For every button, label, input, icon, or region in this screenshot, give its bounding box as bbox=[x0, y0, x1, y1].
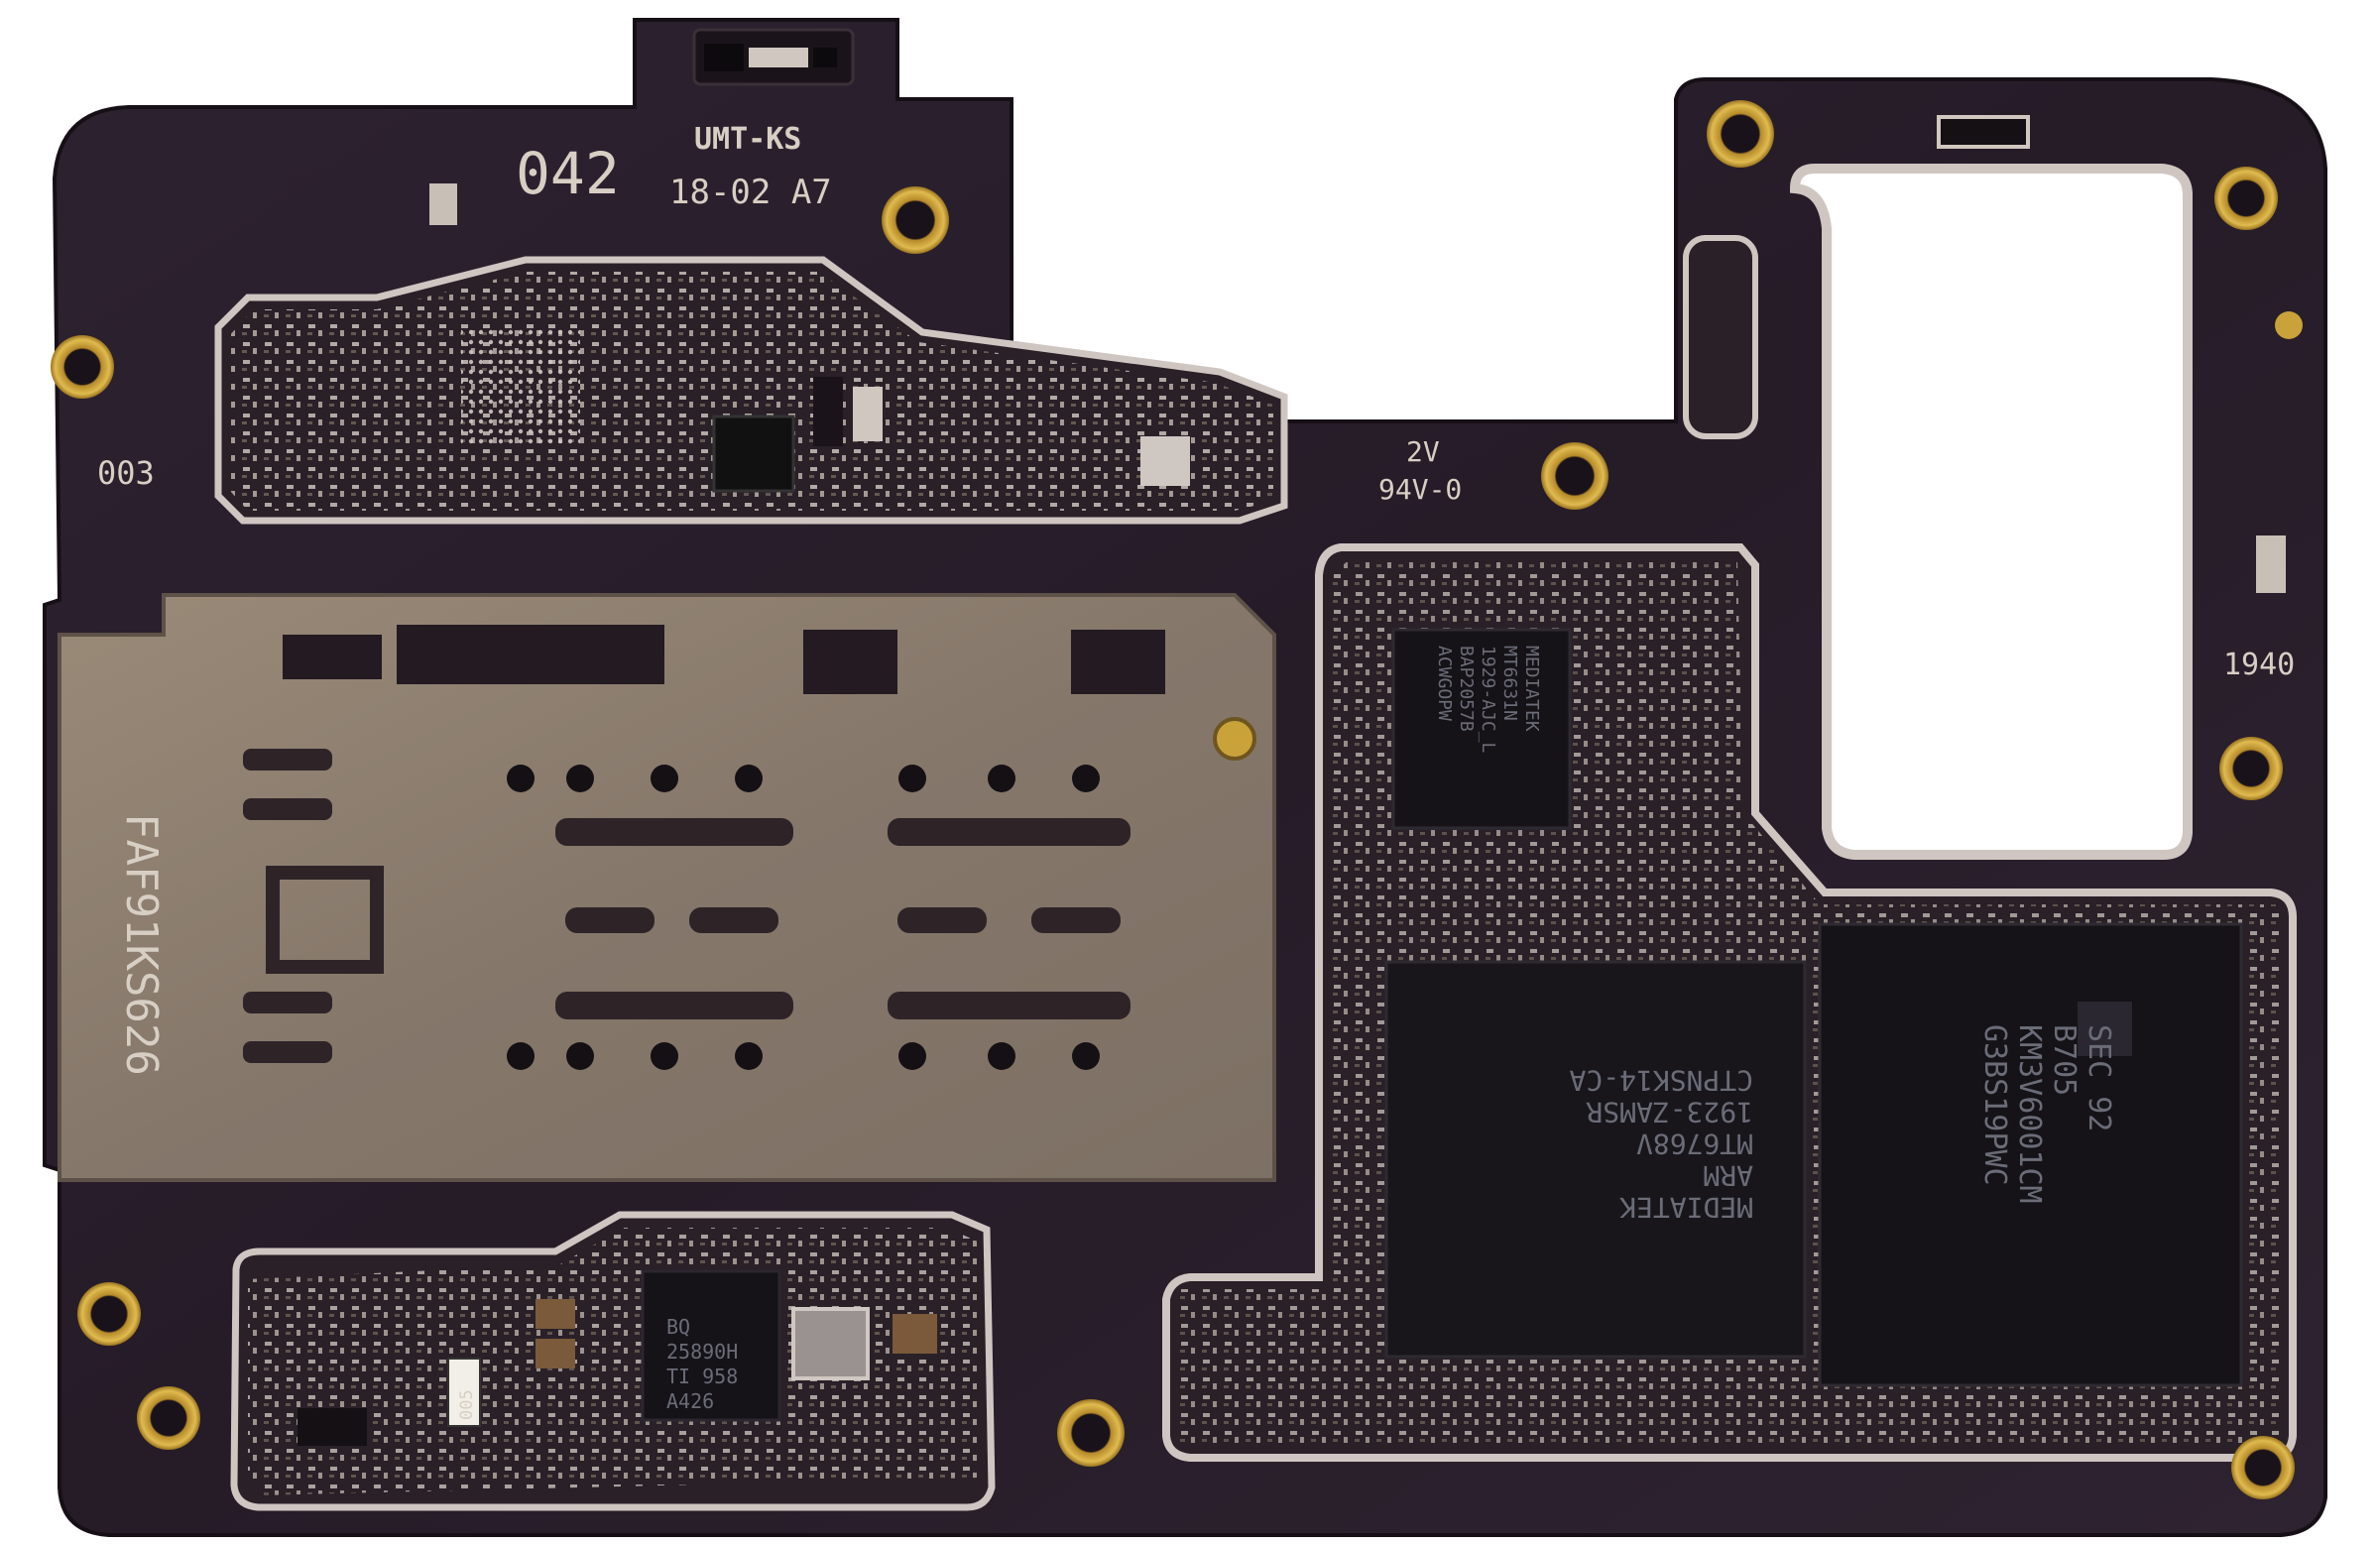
wifi-chip-line5: ACWGOPW bbox=[1434, 646, 1455, 721]
memory-line2: B705 bbox=[2047, 1024, 2082, 1096]
maker-line2: 18-02 A7 bbox=[669, 173, 832, 212]
soc-line2: ARM bbox=[1703, 1159, 1753, 1192]
soc-line1: MEDIATEK bbox=[1619, 1191, 1753, 1224]
mount-hole bbox=[51, 335, 114, 399]
resistor-label: 005 bbox=[457, 1389, 477, 1420]
top-shield bbox=[214, 256, 1288, 525]
wifi-chip-line1: MEDIATEK bbox=[1521, 646, 1542, 732]
soc-line3: MT6768V bbox=[1636, 1128, 1753, 1160]
wifi-chip-line4: BAP2057B bbox=[1456, 646, 1477, 732]
mount-hole bbox=[1057, 1399, 1125, 1467]
sim-holes bbox=[507, 765, 1100, 1070]
sim-tray-code: FAF91KS626 bbox=[116, 813, 167, 1076]
resistor-005: 005 bbox=[447, 1358, 481, 1427]
left-code: 003 bbox=[97, 454, 155, 492]
top-ic-1 bbox=[461, 327, 580, 446]
wifi-chip: MEDIATEK MT6631N 1929-AJC_L BAP2057B ACW… bbox=[1391, 628, 1572, 830]
memory-line4: G3BS19PWC bbox=[1977, 1024, 2012, 1186]
flammability-label: 94V-0 bbox=[1378, 473, 1462, 506]
top-connector bbox=[692, 28, 855, 86]
charger-ic-line1: BQ bbox=[666, 1315, 690, 1339]
mount-hole bbox=[2231, 1436, 2295, 1499]
wifi-chip-line2: MT6631N bbox=[1499, 646, 1520, 721]
charger-ic-line2: 25890H bbox=[666, 1340, 738, 1364]
memory-line1: SEC 92 bbox=[2082, 1024, 2116, 1131]
sim-contacts bbox=[243, 749, 1130, 1063]
camera-cutout bbox=[1789, 164, 2193, 860]
memory-chip: SEC 92 B705 KM3V6001CM G3BS19PWC bbox=[1818, 922, 2243, 1387]
maker-line1: UMT-KS bbox=[694, 122, 801, 157]
mount-hole bbox=[137, 1386, 200, 1450]
mount-hole bbox=[1541, 442, 1608, 510]
soc-line5: CTPNSK14-CA bbox=[1569, 1064, 1753, 1097]
memory-line3: KM3V6001CM bbox=[2012, 1024, 2047, 1204]
lower-left-shield bbox=[230, 1211, 996, 1511]
charger-ic-line3: TI 958 bbox=[666, 1365, 738, 1388]
mount-hole bbox=[2214, 167, 2278, 230]
board-number: 042 bbox=[516, 140, 620, 207]
mount-hole bbox=[882, 186, 949, 254]
mount-hole bbox=[2219, 737, 2283, 800]
soc-line4: 1923-ZAMSR bbox=[1586, 1096, 1753, 1128]
small-pads bbox=[429, 115, 2286, 593]
mounting-holes bbox=[51, 100, 2303, 1499]
charger-ic: BQ 25890H TI 958 A426 bbox=[641, 1269, 781, 1422]
mount-hole bbox=[77, 1282, 141, 1346]
sim-tray: FAF91KS626 bbox=[58, 593, 1276, 1182]
mount-hole bbox=[1707, 100, 1774, 168]
top-ic-2 bbox=[712, 415, 795, 493]
wifi-chip-line3: 1929-AJC_L bbox=[1478, 646, 1498, 754]
soc-chip: MEDIATEK ARM MT6768V 1923-ZAMSR CTPNSK14… bbox=[1384, 960, 1807, 1359]
mount-hole bbox=[2275, 311, 2303, 339]
charger-ic-line4: A426 bbox=[666, 1389, 714, 1413]
voltage-label: 2V bbox=[1406, 435, 1440, 468]
date-code: 1940 bbox=[2223, 648, 2295, 682]
